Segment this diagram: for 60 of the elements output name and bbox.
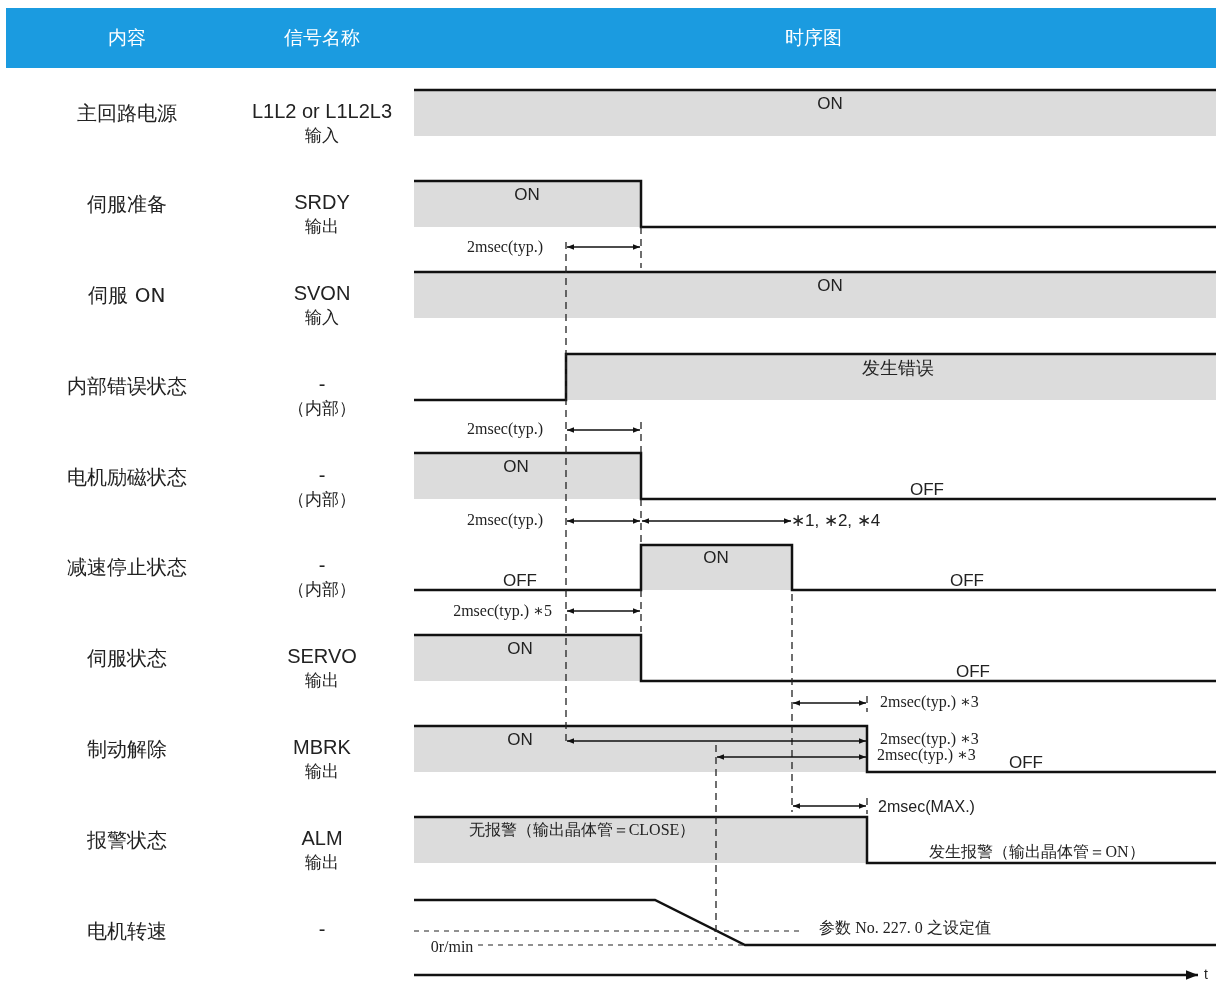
note-mark: ∗1, ∗2, ∗4 [791,511,881,529]
state-text: ON [817,94,843,112]
state-text: OFF [503,571,537,589]
timing-text: 2msec(typ.) ∗3 [880,694,979,710]
signal-name: L1L2 or L1L2L3 [251,101,393,121]
signal-name: SRDY [294,192,350,212]
row-label: 减速停止状态 [67,557,187,577]
signal-direction: 输出 [305,217,339,235]
state-text: 无报警（输出晶体管＝CLOSE） [468,822,696,838]
signal-direction: 输出 [305,853,339,871]
row-label: 电机励磁状态 [67,467,187,487]
timing-text: 2msec(typ.) [467,512,543,528]
threshold-text: 参数 No. 227. 0 之设定值 [819,920,991,936]
row-label: 伺服 ON [88,285,166,305]
signal-name: SVON [293,283,351,303]
axis-text: 0r/min [430,939,474,955]
signal-direction: 输入 [305,126,339,144]
state-text: OFF [956,662,990,680]
signal-name: - [318,374,326,394]
row-label: 电机转速 [87,921,167,941]
state-text: ON [507,730,533,748]
row-label: 制动解除 [87,739,167,759]
state-text: OFF [1009,753,1043,771]
axis-label: t [1204,967,1208,981]
column-header: 内容 [108,25,146,50]
signal-name: SERVO [287,646,357,666]
column-header: 时序图 [784,25,842,50]
signal-direction: 输入 [305,308,339,326]
signal-name: - [318,555,326,575]
state-text: 发生报警（输出晶体管＝ON） [929,844,1145,860]
state-text: OFF [950,571,984,589]
row-label: 主回路电源 [77,103,177,123]
signal-direction: （内部） [288,580,356,598]
timing-text: 2msec(typ.) ∗3 [880,731,979,747]
state-text: ON [507,639,533,657]
signal-name: MBRK [293,737,351,757]
header-band [6,8,1216,68]
signal-direction: （内部） [288,399,356,417]
timing-text: 2msec(MAX.) [878,799,975,815]
timing-text: 2msec(typ.) ∗3 [877,747,976,763]
timing-text: 2msec(typ.) ∗5 [453,603,552,619]
signal-name: - [318,465,326,485]
state-text: OFF [910,480,944,498]
row-label: 伺服状态 [87,648,167,668]
signal-direction: 输出 [305,671,339,689]
row-label: 内部错误状态 [67,376,187,396]
state-text: ON [503,457,529,475]
state-text: ON [514,185,540,203]
signal-name: - [318,919,326,939]
state-text: ON [703,548,729,566]
timing-text: 2msec(typ.) [467,239,543,255]
state-text: ON [817,276,843,294]
row-label: 报警状态 [87,830,167,850]
signal-direction: 输出 [305,762,339,780]
timing-text: 2msec(typ.) [467,421,543,437]
state-text: 发生错误 [862,359,934,377]
signal-name: ALM [301,828,343,848]
row-label: 伺服准备 [87,194,167,214]
column-header: 信号名称 [284,25,360,50]
signal-direction: （内部） [288,490,356,508]
